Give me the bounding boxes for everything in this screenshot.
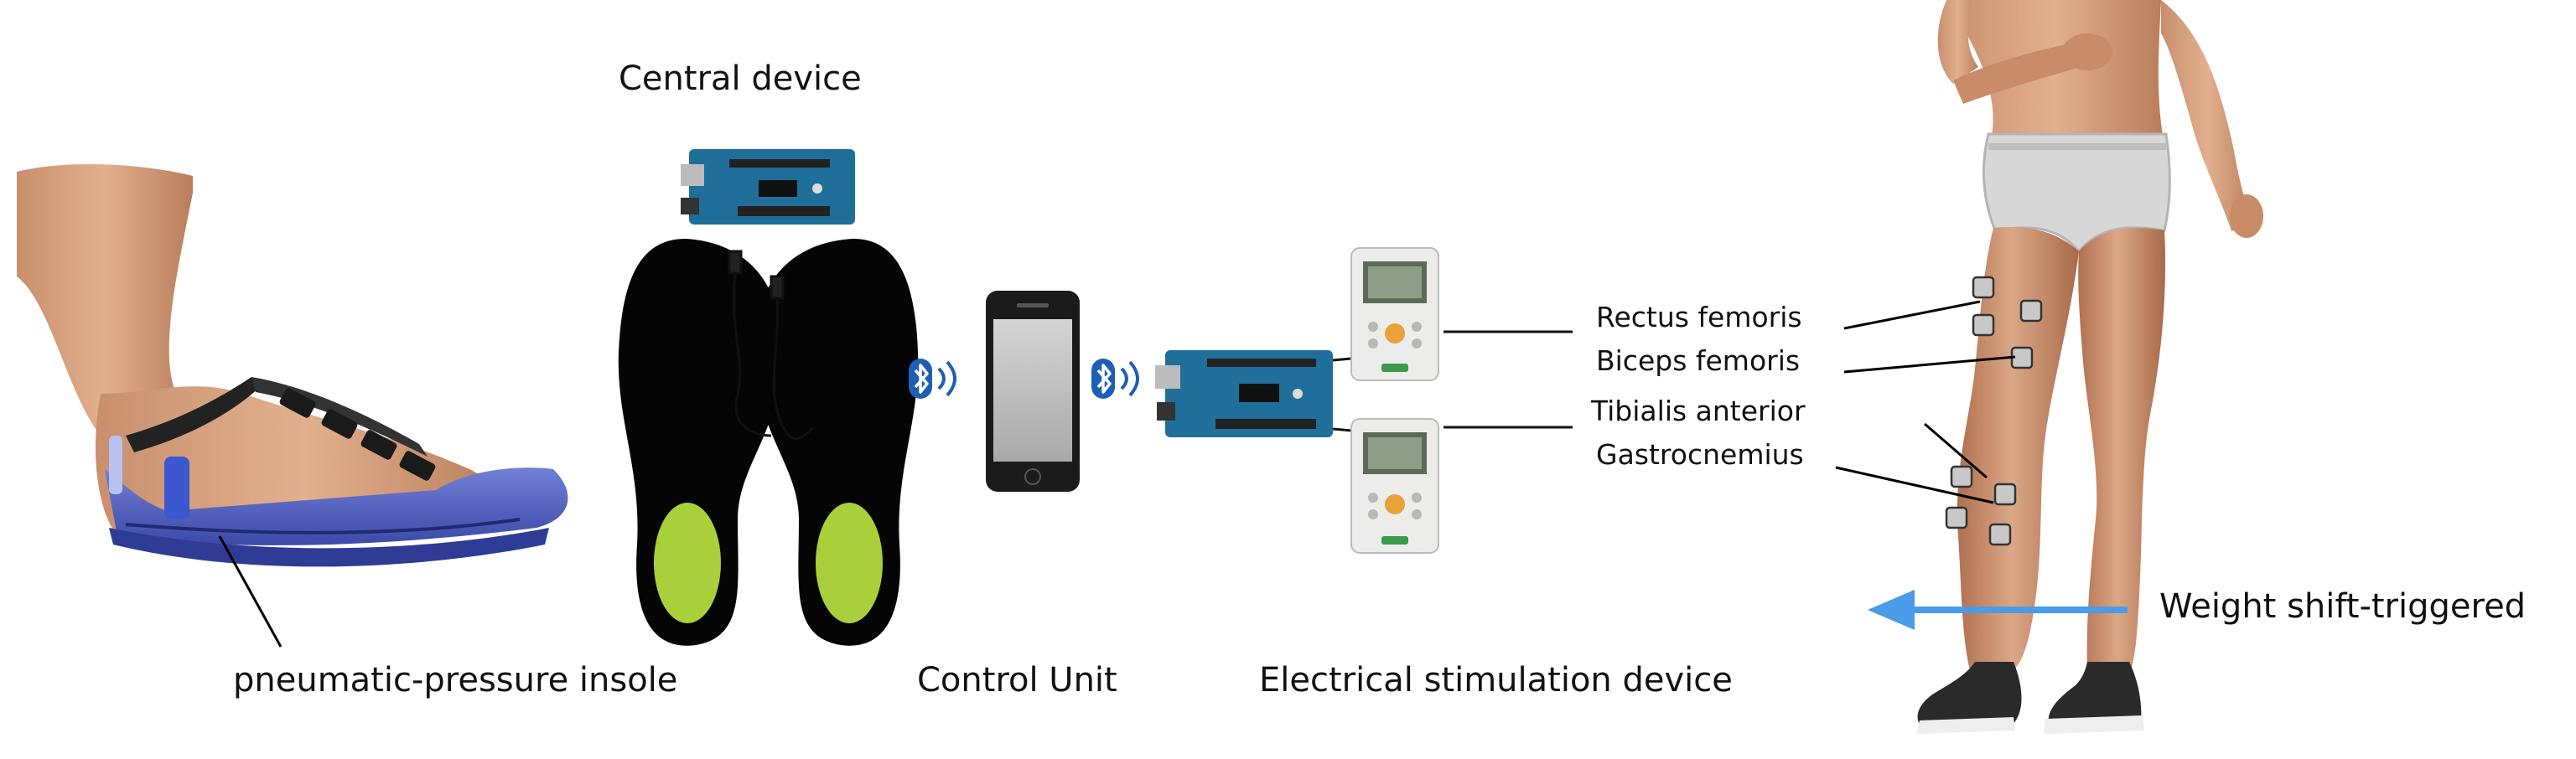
electrode-pad [1972,276,1995,299]
central-device-label: Central device [619,59,862,98]
stimulator-device-2 [1350,418,1439,554]
electrode-pad [2019,299,2043,323]
right-insole-pressure-pad [816,503,883,623]
foot-with-pneumatic-insole [17,163,568,648]
muscle-label-rectus-femoris: Rectus femoris [1596,301,1802,333]
muscle-leader-lines [1835,300,2016,504]
bluetooth-icon [909,359,956,399]
control-unit-label: Control Unit [917,661,1117,700]
electrode-pad [1993,483,2017,506]
insole-tubing [728,250,815,441]
electrode-pad [1972,313,1995,337]
muscle-label-biceps-femoris: Biceps femoris [1596,344,1801,377]
connector-line [1332,357,1352,362]
electrode-pad [1988,523,2012,546]
pneumatic-insole-label: pneumatic-pressure insole [233,661,678,700]
electrode-pad [1950,465,1973,488]
central-arduino-board [681,149,855,225]
stimulator-device-1 [1350,247,1439,381]
human-figure [1916,0,2263,734]
stimulation-device-label: Electrical stimulation device [1259,661,1733,700]
electrode-pad [1945,506,1968,529]
left-insole [618,239,783,646]
smartphone [986,291,1080,492]
right-insole [754,239,919,646]
weight-shift-arrow [1868,590,2128,630]
left-insole-pressure-pad [654,503,721,623]
stimulation-arduino-board [1155,350,1333,437]
electrode-pads [1945,276,2043,546]
muscle-label-gastrocnemius: Gastrocnemius [1596,438,1804,471]
bluetooth-icon [1091,359,1139,399]
weight-shift-label: Weight shift-triggered [2159,587,2527,626]
connector-line [1332,427,1352,432]
muscle-label-tibialis-anterior: Tibialis anterior [1591,395,1806,427]
strap-clips [279,388,436,481]
